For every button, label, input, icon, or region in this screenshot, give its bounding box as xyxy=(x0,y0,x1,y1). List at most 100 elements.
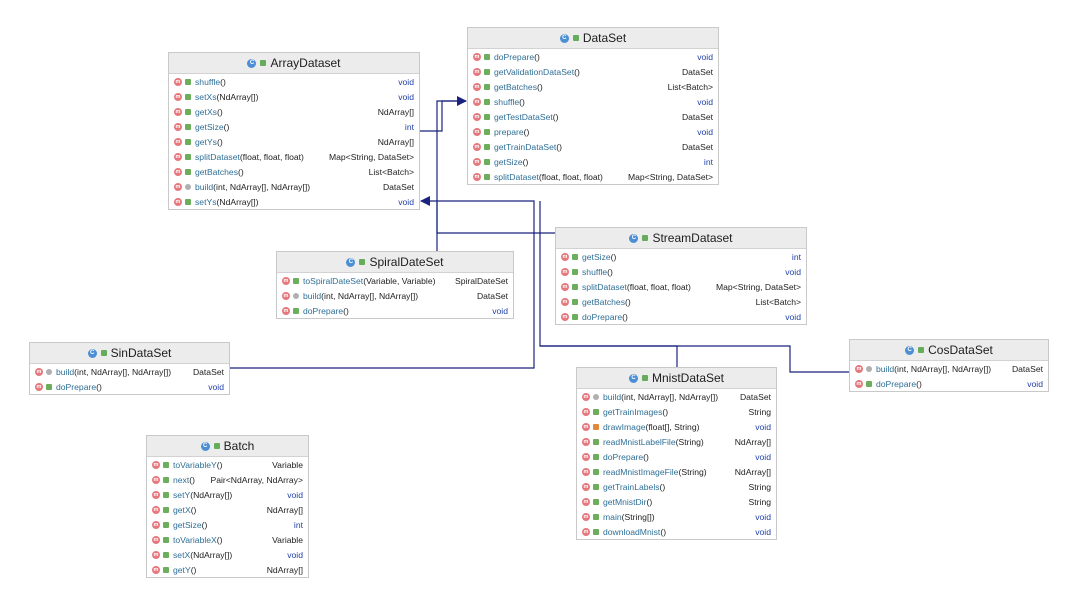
method-icon: m xyxy=(473,82,481,91)
method-icon: m xyxy=(152,490,160,499)
method-params: () xyxy=(607,266,613,277)
method-return-type: void xyxy=(287,489,303,500)
method-params: (String) xyxy=(678,467,707,478)
method-icon: m xyxy=(561,252,569,261)
method-return-type: int xyxy=(791,251,801,262)
class-icon: C xyxy=(247,58,257,68)
method-icon: m xyxy=(582,437,590,446)
method-params: () xyxy=(238,167,244,178)
public-visibility-icon xyxy=(593,408,599,415)
method-return-type: void xyxy=(398,76,414,87)
method-return-type: DataSet xyxy=(681,66,713,77)
method-name: setY xyxy=(173,489,191,500)
method-icon: m xyxy=(582,483,590,492)
method-icon: m xyxy=(473,112,481,121)
method-return-type: void xyxy=(755,451,771,462)
method-icon: m xyxy=(473,67,481,76)
method-icon: m xyxy=(174,153,182,162)
method-params: () xyxy=(216,106,223,117)
method-params: () xyxy=(660,527,667,538)
public-visibility-icon xyxy=(185,93,191,100)
method-name: getXs xyxy=(195,106,217,117)
method-name: getValidationDataSet xyxy=(494,66,575,77)
method-icon: m xyxy=(174,77,182,86)
method-return-type: void xyxy=(755,527,771,538)
method-params: (NdArray[]) xyxy=(216,91,259,102)
method-return-type: NdArray[] xyxy=(266,504,303,515)
method-name: next xyxy=(173,474,190,485)
public-visibility-icon xyxy=(100,350,107,356)
public-visibility-icon xyxy=(593,469,599,476)
public-visibility-icon xyxy=(185,154,191,161)
method-return-type: void xyxy=(785,266,801,277)
relation-sindataset-arraydataset xyxy=(230,196,535,369)
method-params: () xyxy=(537,81,543,92)
method-name: build xyxy=(56,366,75,377)
method-return-type: void xyxy=(1027,378,1043,389)
method-name: getTestDataSet xyxy=(494,111,553,122)
public-visibility-icon xyxy=(163,567,169,574)
public-visibility-icon xyxy=(918,347,925,353)
method-return-type: String xyxy=(748,497,771,508)
method-params: (String) xyxy=(675,436,704,447)
method-params: () xyxy=(625,296,631,307)
method-return-type: NdArray[] xyxy=(266,565,303,576)
